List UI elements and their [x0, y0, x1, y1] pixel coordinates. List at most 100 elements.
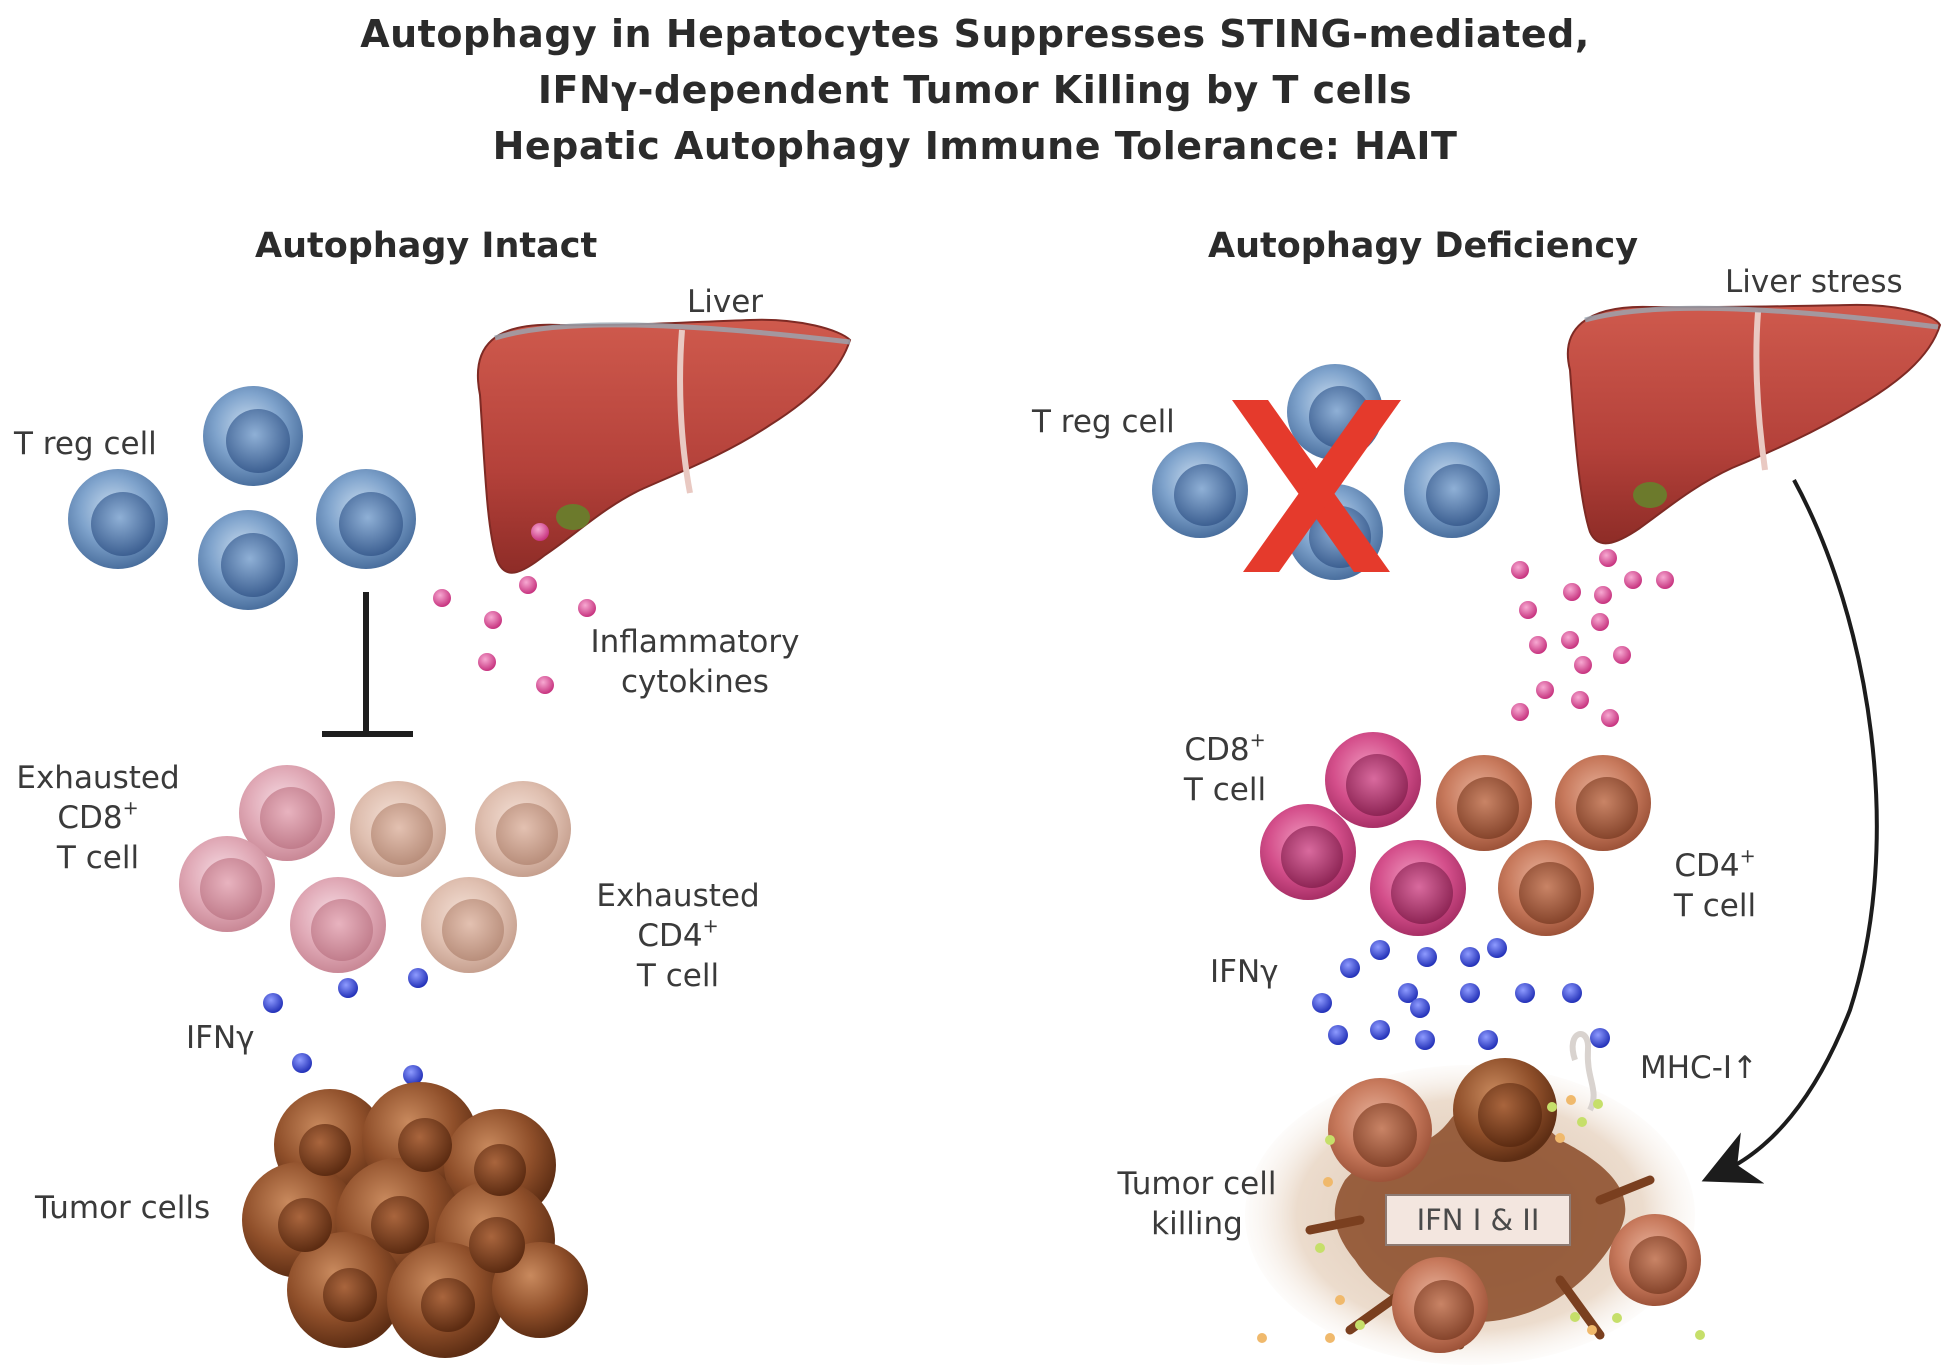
ifng-label-right: IFNγ	[1210, 954, 1279, 990]
ifn-i-ii-box: IFN I & II	[1385, 1194, 1571, 1246]
ifng-dot	[1415, 1030, 1435, 1050]
ifng-dot	[403, 1065, 423, 1085]
liver-stress-arrow	[1701, 479, 1879, 1184]
ifng-dot	[1410, 998, 1430, 1018]
ifng-dot	[1340, 958, 1360, 978]
cytokine-dot	[484, 611, 502, 629]
title-line-2: IFNγ-dependent Tumor Killing by T cells	[537, 68, 1413, 112]
treg-cell	[316, 469, 416, 569]
cd4-t-cell	[1498, 840, 1594, 936]
cytokine-dot	[1511, 561, 1529, 579]
cd8-label: CD8+ T cell	[1183, 728, 1267, 808]
exhausted-cd4-t-cell	[350, 781, 446, 877]
title-line-3: Hepatic Autophagy Immune Tolerance: HAIT	[492, 124, 1458, 168]
exhausted-cd4-label: Exhausted CD4+ T cell	[596, 878, 760, 994]
liver-right	[1566, 303, 1942, 545]
blocked-x-mark	[1232, 400, 1401, 572]
cytokine-dot	[433, 589, 451, 607]
cytokine-dot	[1563, 583, 1581, 601]
ifng-dot	[1370, 940, 1390, 960]
ifng-dot	[1562, 983, 1582, 1003]
tumor-cell	[1328, 1078, 1432, 1182]
cd8-t-cell	[1370, 840, 1466, 936]
treg-cell	[198, 510, 298, 610]
cytokine-dot	[1536, 681, 1554, 699]
treg-cell	[1152, 442, 1248, 538]
inflammatory-cytokines-label: Inflammatory cytokines	[590, 624, 800, 700]
treg-cell	[203, 386, 303, 486]
active-t-cells	[1260, 732, 1651, 936]
treg-cell	[1404, 442, 1500, 538]
cytokine-dots-left	[433, 523, 596, 694]
debris-dots	[1257, 1095, 1705, 1343]
cytokine-dot	[531, 523, 549, 541]
cytokine-dot	[1656, 571, 1674, 589]
cd4-t-cell	[1555, 755, 1651, 851]
ifng-dot	[1312, 993, 1332, 1013]
cd8-t-cell	[1260, 804, 1356, 900]
tumor-cells-label: Tumor cells	[35, 1190, 211, 1226]
treg-label-left: T reg cell	[14, 426, 157, 462]
ifng-dots-left	[263, 968, 428, 1085]
cytokine-dot	[478, 653, 496, 671]
cytokine-dot	[1571, 691, 1589, 709]
cytokine-dots-right	[1511, 549, 1674, 727]
cytokine-dot	[578, 599, 596, 617]
cd8-t-cell	[1325, 732, 1421, 828]
left-panel-heading: Autophagy Intact	[255, 226, 598, 266]
treg-cell-group-left	[68, 386, 416, 610]
cytokine-dot	[519, 576, 537, 594]
cytokine-dot	[536, 676, 554, 694]
cytokine-dot	[1591, 613, 1609, 631]
tumor-cell	[1392, 1257, 1488, 1353]
exhausted-cd8-label: Exhausted CD8+ T cell	[16, 760, 180, 876]
tumor-cell	[1609, 1214, 1701, 1306]
liver-left	[476, 318, 852, 574]
title-line-1: Autophagy in Hepatocytes Suppresses STIN…	[360, 12, 1590, 56]
ifng-dot	[1328, 1025, 1348, 1045]
tumor-cell	[1453, 1058, 1557, 1162]
cd4-label: CD4+ T cell	[1673, 844, 1757, 924]
cytokine-dot	[1561, 631, 1579, 649]
ifng-dot	[338, 978, 358, 998]
ifng-dot	[1590, 1028, 1610, 1048]
cytokine-dot	[1529, 636, 1547, 654]
cytokine-dot	[1519, 601, 1537, 619]
mhc-i-label: MHC-I↑	[1640, 1050, 1759, 1086]
cytokine-dot	[1594, 586, 1612, 604]
ifng-dot	[1398, 983, 1418, 1003]
liver-label: Liver	[687, 284, 764, 320]
exhausted-t-cells	[179, 765, 571, 973]
ifng-dot	[263, 993, 283, 1013]
ifng-dot	[1417, 947, 1437, 967]
cytokine-dot	[1601, 709, 1619, 727]
right-panel-heading: Autophagy Deficiency	[1208, 226, 1639, 266]
treg-label-right: T reg cell	[1032, 404, 1175, 440]
inhibition-symbol	[322, 592, 413, 737]
tumor-cell-cluster	[242, 1082, 588, 1358]
cytokine-dot	[1624, 571, 1642, 589]
cytokine-dot	[1613, 646, 1631, 664]
ifng-dot	[1487, 938, 1507, 958]
ifng-dot	[408, 968, 428, 988]
ifng-dot	[292, 1053, 312, 1073]
ifng-label-left: IFNγ	[186, 1020, 255, 1056]
ifng-dots-right	[1312, 938, 1610, 1050]
ifng-dot	[1460, 947, 1480, 967]
ifng-dot	[1515, 983, 1535, 1003]
exhausted-cd4-t-cell	[421, 877, 517, 973]
exhausted-cd8-t-cell	[239, 765, 335, 861]
ifng-dot	[1460, 983, 1480, 1003]
cytokine-dot	[1599, 549, 1617, 567]
tumor-cell-killing-label: Tumor cell killing	[1117, 1166, 1277, 1242]
cytokine-dot	[1574, 656, 1592, 674]
treg-cell	[68, 469, 168, 569]
exhausted-cd8-t-cell	[179, 836, 275, 932]
cytokine-dot	[1511, 703, 1529, 721]
figure-title: Autophagy in Hepatocytes Suppresses STIN…	[0, 6, 1950, 174]
liver-stress-label: Liver stress	[1725, 264, 1903, 300]
ifng-dot	[1370, 1020, 1390, 1040]
ifng-dot	[1478, 1030, 1498, 1050]
exhausted-cd8-t-cell	[290, 877, 386, 973]
